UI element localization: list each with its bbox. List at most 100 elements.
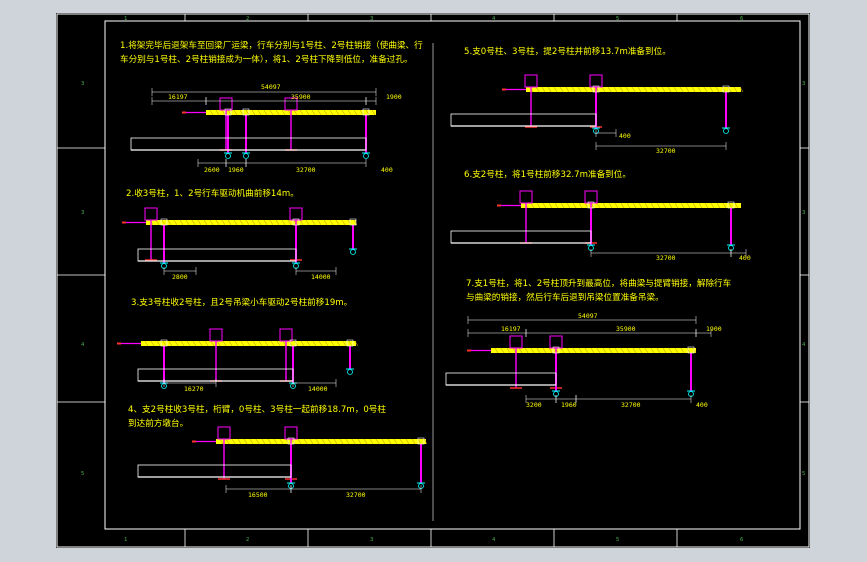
step4-trolley-a: [217, 426, 231, 480]
girder-web: [297, 438, 302, 445]
girder-web: [661, 86, 666, 93]
girder-web: [359, 109, 364, 116]
girder-web: [565, 86, 570, 93]
leg-wheel: [347, 369, 353, 375]
step1-leg-1: [242, 108, 250, 159]
girder-top-chord: [521, 203, 741, 208]
girder-web: [185, 219, 190, 226]
step4-leg-1: [287, 437, 295, 489]
step1-beam: [130, 137, 367, 151]
girder-web: [571, 86, 576, 93]
girder-web: [345, 438, 350, 445]
leg-head: [349, 218, 357, 226]
girder-web: [608, 347, 613, 354]
step2-beam: [137, 248, 297, 262]
girder-web: [267, 438, 272, 445]
step7-leg-2: [687, 346, 695, 397]
dim-label: 1960: [561, 401, 577, 409]
trolley-frame: [549, 335, 563, 349]
girder-web: [257, 219, 262, 226]
girder-web: [583, 86, 588, 93]
leg-head: [287, 437, 295, 445]
girder-web: [300, 340, 305, 347]
girder-web: [560, 202, 565, 209]
step7-beam: [445, 372, 557, 386]
girder-web: [315, 438, 320, 445]
leg-head: [587, 201, 595, 209]
girder-web: [387, 438, 392, 445]
girder-web: [311, 219, 316, 226]
girder-web: [668, 202, 673, 209]
step6-dim-b: [730, 249, 747, 257]
girder-web: [186, 340, 191, 347]
dim-label: 35900: [616, 325, 636, 333]
zone-label-bottom: 1: [124, 537, 127, 543]
girder-web: [614, 202, 619, 209]
step5-dim-b: [595, 142, 727, 150]
step1-dim-c: [365, 97, 377, 105]
girder-web: [222, 340, 227, 347]
girder-web: [221, 109, 226, 116]
diagrams: [117, 74, 747, 493]
girder-web: [303, 438, 308, 445]
girder-web: [318, 340, 323, 347]
trolley-frame: [519, 190, 533, 204]
girder-web: [306, 340, 311, 347]
girder-web: [572, 202, 577, 209]
girder-web: [727, 86, 732, 93]
girder-web: [281, 109, 286, 116]
dim-label: 1900: [386, 93, 402, 101]
girder-web: [405, 438, 410, 445]
trolley-frame: [279, 328, 293, 342]
girder-web: [285, 438, 290, 445]
girder-web: [680, 347, 685, 354]
girder-web: [269, 219, 274, 226]
girder-web: [566, 202, 571, 209]
beam-outline: [137, 248, 297, 262]
girder-web: [626, 202, 631, 209]
dim-label: 16270: [184, 385, 204, 393]
girder-web: [655, 86, 660, 93]
girder-web: [335, 219, 340, 226]
step1-note: 1.将架完毕后退架车至回梁厂运梁，行车分别与1号柱、2号柱销接（使曲梁、行 车分…: [120, 41, 423, 65]
girder-web: [294, 340, 299, 347]
zone-label-top: 4: [492, 16, 496, 22]
girder-web: [607, 86, 612, 93]
girder-web: [685, 86, 690, 93]
girder-web: [321, 438, 326, 445]
trolley-frame: [219, 97, 233, 111]
step1-leg-2: [224, 108, 232, 159]
girder-web: [375, 438, 380, 445]
girder-web: [620, 347, 625, 354]
girder-web: [554, 202, 559, 209]
dim-label: 400: [696, 401, 708, 409]
dim-label: 3200: [526, 401, 542, 409]
girder-web: [327, 438, 332, 445]
leg-head: [552, 346, 560, 354]
zone-label-top: 5: [616, 16, 619, 22]
zone-label-bottom: 4: [492, 537, 496, 543]
leg-head: [292, 218, 300, 226]
girder-web: [536, 202, 541, 209]
trolley-frame: [209, 328, 223, 342]
girder-web: [179, 219, 184, 226]
girder-web: [273, 438, 278, 445]
girder-web: [255, 438, 260, 445]
girder-web: [203, 219, 208, 226]
step2-girder: [122, 219, 358, 226]
zone-label-bottom: 3: [370, 537, 373, 543]
dim-label: 32700: [346, 491, 366, 499]
step2-note: 2.收3号柱，1、2号行车驱动机曲前移14m。: [126, 189, 299, 199]
girder-web: [739, 86, 744, 93]
girder-web: [275, 109, 280, 116]
girder-web: [710, 202, 715, 209]
girder-web: [309, 438, 314, 445]
girder-web: [299, 219, 304, 226]
girder-web: [626, 347, 631, 354]
girder-web: [339, 438, 344, 445]
dim-label: 1960: [228, 166, 244, 174]
girder-web: [667, 86, 672, 93]
girder-web: [709, 86, 714, 93]
step7-note: 7.支1号柱，将1、2号柱顶升到最高位，将曲梁与提臂销接，解除行车 与曲梁的销接…: [466, 279, 732, 303]
